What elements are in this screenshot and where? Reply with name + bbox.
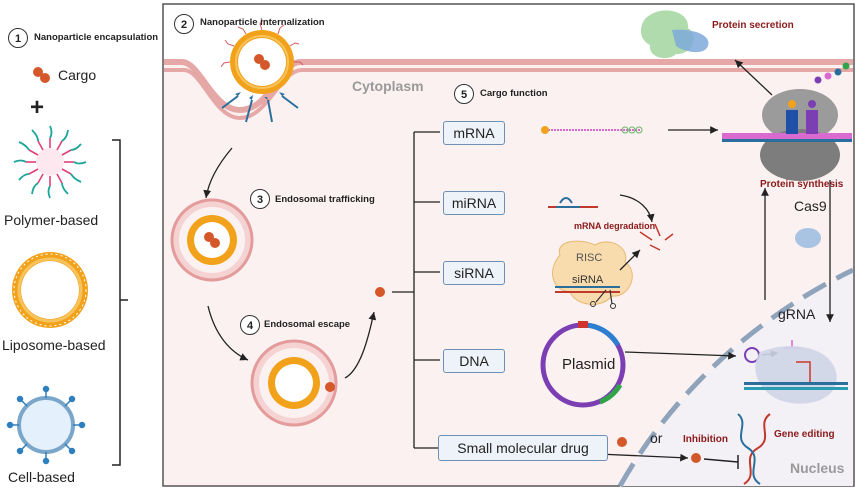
secreted-protein [640,10,709,59]
cargo-box-mirna: miRNA [443,191,505,215]
nucleus-region [620,270,853,490]
plasmid-label: Plasmid [562,356,616,373]
cas9-label: Cas9 [794,198,827,214]
ribosome [722,89,852,181]
polymer-nanoparticle [13,125,87,199]
risc-label: RISC [576,252,603,264]
mrna-degradation-label: mRNA degradation [574,221,656,231]
step-3-label: Endosomal trafficking [275,194,375,205]
step-2-badge: 2 [174,14,194,34]
step-5-label: Cargo function [480,88,548,99]
cell-based-label: Cell-based [8,469,75,485]
cargo-label: Cargo [58,67,97,83]
polymer-label: Polymer-based [4,212,99,228]
internalizing-nanoparticle [220,19,304,94]
cargo-branch [392,131,440,449]
endosome-trafficking [170,198,254,282]
step-4-badge: 4 [240,315,260,335]
cargo-box-sirna: siRNA [443,261,505,285]
grna-label: gRNA [778,306,816,322]
step-4-label: Endosomal escape [264,319,351,330]
step-2-label: Nanoparticle internalization [200,17,325,28]
cell-based-nanoparticle [6,385,86,465]
dna-helix [737,413,771,485]
or-label: or [650,430,663,446]
liposome-label: Liposome-based [2,337,106,353]
protein-secretion-label: Protein secretion [712,20,794,31]
cargo-box-mrna: mRNA [443,121,505,145]
step-5-badge: 5 [454,84,474,104]
plus-sign: + [30,94,45,121]
cytoplasm-label: Cytoplasm [352,78,424,94]
cargo-box-dna: DNA [443,349,505,373]
sirna-small-label: siRNA [572,274,604,286]
step-1-badge: 1 [8,28,28,48]
cas9-protein [795,228,821,248]
step-1-label: Nanoparticle encapsulation [34,32,159,43]
risc-complex [552,240,633,305]
gene-editing-label: Gene editing [774,429,835,440]
protein-synthesis-label: Protein synthesis [760,179,844,190]
step-3-badge: 3 [250,189,270,209]
type-bracket [112,139,128,466]
released-cargo [375,287,385,297]
cargo-box-small-molecule: Small molecular drug [438,435,608,461]
inhibition-label: Inhibition [683,434,728,445]
endosome-escape [250,339,338,427]
nucleus-label: Nucleus [790,460,845,476]
liposome-nanoparticle [12,252,88,328]
